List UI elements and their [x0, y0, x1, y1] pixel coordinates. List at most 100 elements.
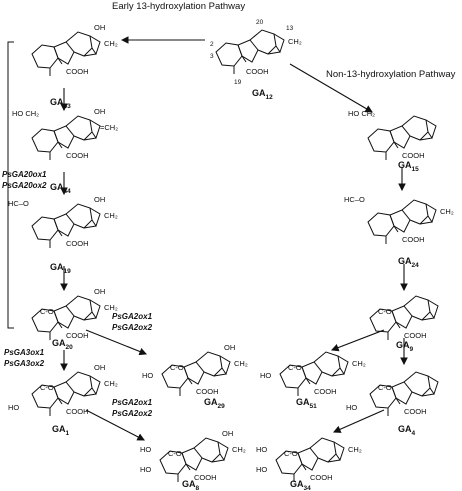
svg-text:C-O: C-O — [288, 363, 302, 372]
early-pathway-title: Early 13-hydroxylation Pathway — [112, 1, 245, 12]
structure-ga34: HO HO C-O COOH CH₂ — [256, 437, 362, 483]
structure-ga15: HO CH₂ COOH — [348, 109, 437, 161]
svg-text:C-O: C-O — [170, 363, 184, 372]
svg-text:HC–O: HC–O — [344, 195, 365, 204]
svg-text:COOH: COOH — [402, 235, 425, 244]
svg-text:C-O: C-O — [378, 383, 392, 392]
svg-text:COOH: COOH — [404, 407, 427, 416]
svg-text:CH₂: CH₂ — [234, 359, 248, 368]
svg-text:HO: HO — [140, 465, 151, 474]
enzyme-psga2ox1-a: PsGA2ox1 — [112, 312, 153, 321]
svg-text:C-O: C-O — [40, 383, 54, 392]
svg-text:C-O: C-O — [284, 449, 298, 458]
svg-text:C-O: C-O — [378, 307, 392, 316]
svg-text:OH: OH — [222, 429, 233, 438]
svg-text:HO CH₂: HO CH₂ — [348, 109, 375, 118]
arrow-ga9-ga51 — [330, 329, 385, 352]
svg-text:CH₂: CH₂ — [104, 379, 118, 388]
enzyme-psga2ox2-a: PsGA2ox2 — [112, 323, 153, 332]
svg-text:OH: OH — [224, 343, 235, 352]
structure-ga8: HO HO C-O COOH OH CH₂ — [140, 429, 246, 483]
arrow-ga12-ga15 — [289, 63, 373, 113]
enzyme-psga3ox1: PsGA3ox1 — [4, 348, 45, 357]
svg-text:HO: HO — [140, 445, 151, 454]
svg-text:COOH: COOH — [404, 331, 427, 340]
structure-ga19: HC–O COOH OH CH₂ — [8, 195, 118, 249]
pathway-bracket — [7, 41, 14, 329]
label-ga34: GA34 — [290, 479, 311, 491]
label-ga15: GA15 — [398, 160, 419, 173]
structure-ga20: C-O COOH OH CH₂ — [31, 287, 118, 341]
structure-ga12: COOH CH₂ 2 3 19 20 13 — [210, 19, 302, 86]
label-ga51: GA51 — [296, 397, 317, 410]
label-ga24: GA24 — [398, 256, 419, 269]
structure-ga53: COOH OH CH₂ — [31, 23, 118, 77]
svg-text:COOH: COOH — [194, 473, 217, 482]
structure-ga1: HO C-O COOH OH CH₂ — [8, 363, 118, 417]
svg-text:20: 20 — [256, 19, 264, 26]
svg-text:COOH: COOH — [66, 67, 89, 76]
label-ga20: GA20 — [52, 338, 73, 351]
svg-text:=CH₂: =CH₂ — [100, 123, 118, 132]
svg-text:CH₂: CH₂ — [440, 207, 454, 216]
label-ga44: GA44 — [50, 182, 71, 195]
structure-ga29: HO C-O COOH OH CH₂ — [142, 343, 248, 397]
svg-text:COOH: COOH — [66, 331, 89, 340]
label-ga9: GA9 — [396, 340, 414, 353]
svg-text:HO: HO — [142, 371, 153, 380]
label-ga8: GA8 — [182, 479, 200, 491]
svg-text:COOH: COOH — [66, 239, 89, 248]
svg-text:OH: OH — [94, 107, 105, 116]
label-ga4: GA4 — [398, 424, 416, 437]
enzyme-psga20ox1: PsGA20ox1 — [2, 170, 47, 179]
svg-text:OH: OH — [94, 287, 105, 296]
structure-ga24: HC–O COOH CH₂ — [344, 195, 454, 245]
label-ga29: GA29 — [204, 397, 225, 410]
label-ga12: GA12 — [252, 88, 273, 101]
label-ga53: GA53 — [50, 97, 71, 110]
arrow-ga20-ga29 — [85, 329, 148, 356]
label-ga1: GA1 — [52, 424, 70, 437]
svg-text:HC–O: HC–O — [8, 199, 29, 208]
enzyme-psga2ox2-b: PsGA2ox2 — [112, 409, 153, 418]
svg-text:COOH: COOH — [66, 407, 89, 416]
svg-text:C-O: C-O — [40, 307, 54, 316]
svg-text:COOH: COOH — [66, 151, 89, 160]
svg-text:2: 2 — [210, 41, 214, 48]
svg-text:CH₂: CH₂ — [232, 445, 246, 454]
svg-text:13: 13 — [286, 25, 294, 32]
structure-ga51: HO C-O COOH CH₂ — [260, 351, 366, 397]
svg-text:HO: HO — [260, 371, 271, 380]
svg-text:COOH: COOH — [314, 387, 337, 396]
svg-text:COOH: COOH — [246, 67, 269, 76]
svg-text:CH₂: CH₂ — [104, 211, 118, 220]
arrow-ga1-ga8 — [85, 409, 145, 441]
svg-text:CH₂: CH₂ — [104, 39, 118, 48]
svg-text:COOH: COOH — [402, 151, 425, 160]
structure-ga4: HO C-O COOH — [346, 371, 439, 417]
svg-text:C-O: C-O — [168, 449, 182, 458]
arrow-ga4-ga34 — [332, 409, 385, 433]
svg-text:CH₂: CH₂ — [352, 359, 366, 368]
svg-text:CH₂: CH₂ — [288, 37, 302, 46]
svg-text:HO: HO — [346, 403, 357, 412]
svg-text:OH: OH — [94, 23, 105, 32]
svg-text:HO CH₂: HO CH₂ — [12, 109, 39, 118]
svg-text:CH₂: CH₂ — [348, 445, 362, 454]
svg-text:HO: HO — [256, 445, 267, 454]
structure-ga9: C-O COOH — [369, 295, 439, 341]
enzyme-psga3ox2: PsGA3ox2 — [4, 359, 45, 368]
svg-text:OH: OH — [94, 195, 105, 204]
svg-text:COOH: COOH — [310, 473, 333, 482]
label-ga19: GA19 — [50, 262, 71, 275]
enzyme-psga2ox1-b: PsGA2ox1 — [112, 398, 153, 407]
enzyme-psga20ox2: PsGA20ox2 — [2, 181, 47, 190]
svg-text:3: 3 — [210, 53, 214, 60]
svg-text:COOH: COOH — [196, 387, 219, 396]
svg-text:19: 19 — [234, 79, 242, 86]
structure-ga44: HO CH₂ COOH OH =CH₂ — [12, 107, 118, 161]
svg-text:CH₂: CH₂ — [104, 303, 118, 312]
svg-text:HO: HO — [8, 403, 19, 412]
non-13-pathway-title: Non-13-hydroxylation Pathway — [326, 69, 456, 80]
